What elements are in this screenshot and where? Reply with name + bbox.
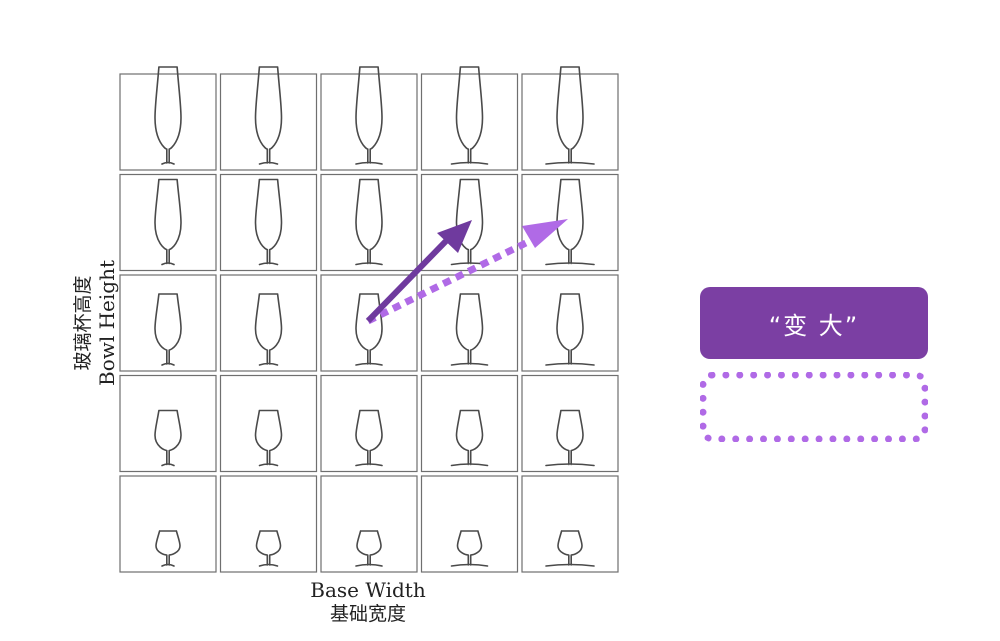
solid-arrow-head — [437, 220, 472, 253]
grid-cell — [119, 475, 217, 573]
wine-glass-icon — [355, 409, 383, 467]
wine-glass-icon — [155, 530, 181, 567]
grid-cell — [320, 173, 418, 272]
wine-glass-icon — [545, 409, 595, 467]
wine-glass-icon — [450, 66, 489, 165]
grid-cell — [219, 475, 318, 573]
wine-glass-icon — [545, 293, 595, 366]
y-axis-label: 玻璃杯高度 Bowl Height — [71, 260, 119, 386]
x-axis-label: Base Width 基础宽度 — [268, 578, 468, 626]
empty-dotted-box — [700, 372, 928, 442]
y-axis-label-en: Bowl Height — [95, 259, 119, 387]
grid-cell — [420, 274, 519, 372]
wine-glass-icon — [154, 66, 182, 165]
grid-cell — [420, 73, 519, 171]
grid-cell — [521, 475, 619, 573]
bigger-label-box: “变 大” — [700, 287, 928, 359]
grid-cell — [119, 274, 217, 372]
wine-glass-icon — [154, 409, 182, 467]
wine-glass-icon — [450, 530, 489, 567]
grid-cell — [219, 274, 318, 372]
x-axis-label-zh: 基础宽度 — [329, 603, 406, 625]
wine-glass-icon — [254, 66, 283, 165]
wine-glass-icon — [545, 66, 595, 165]
grid-cell — [219, 73, 318, 171]
grid-cell — [521, 374, 619, 473]
y-axis-label-zh: 玻璃杯高度 — [72, 275, 94, 371]
wine-glass-icon — [450, 178, 489, 266]
grid-cell — [521, 173, 619, 272]
dashed-arrow-shaft — [366, 234, 538, 325]
wine-glass-icon — [254, 409, 283, 467]
grid-cell — [119, 374, 217, 473]
wine-glass-icon — [355, 530, 383, 567]
glass-grid — [119, 66, 619, 573]
wine-glass-icon — [255, 530, 282, 567]
wine-glass-icon — [450, 293, 489, 366]
grid-cell — [320, 374, 418, 473]
wine-glass-icon — [355, 293, 383, 366]
grid-cell — [320, 73, 418, 171]
wine-glass-icon — [254, 178, 283, 266]
wine-glass-icon — [254, 293, 283, 366]
dashed-arrow-head — [522, 219, 568, 248]
wine-glass-icon — [450, 409, 489, 467]
arrows — [365, 219, 568, 325]
solid-arrow-shaft — [365, 237, 450, 324]
wine-glass-icon — [355, 178, 383, 266]
grid-cell — [521, 73, 619, 171]
grid-cell — [219, 173, 318, 272]
grid-cell — [521, 274, 619, 372]
grid-cell — [119, 173, 217, 272]
bigger-label-text: “变 大” — [768, 311, 860, 340]
grid-cell — [320, 475, 418, 573]
grid-cell — [219, 374, 318, 473]
wine-glass-icon — [545, 530, 595, 567]
wine-glass-icon — [154, 178, 182, 266]
grid-cell — [420, 475, 519, 573]
wine-glass-icon — [355, 66, 383, 165]
wine-glass-icon — [154, 293, 182, 366]
grid-cell — [420, 374, 519, 473]
grid-cell — [119, 73, 217, 171]
x-axis-label-en: Base Width — [310, 578, 426, 602]
